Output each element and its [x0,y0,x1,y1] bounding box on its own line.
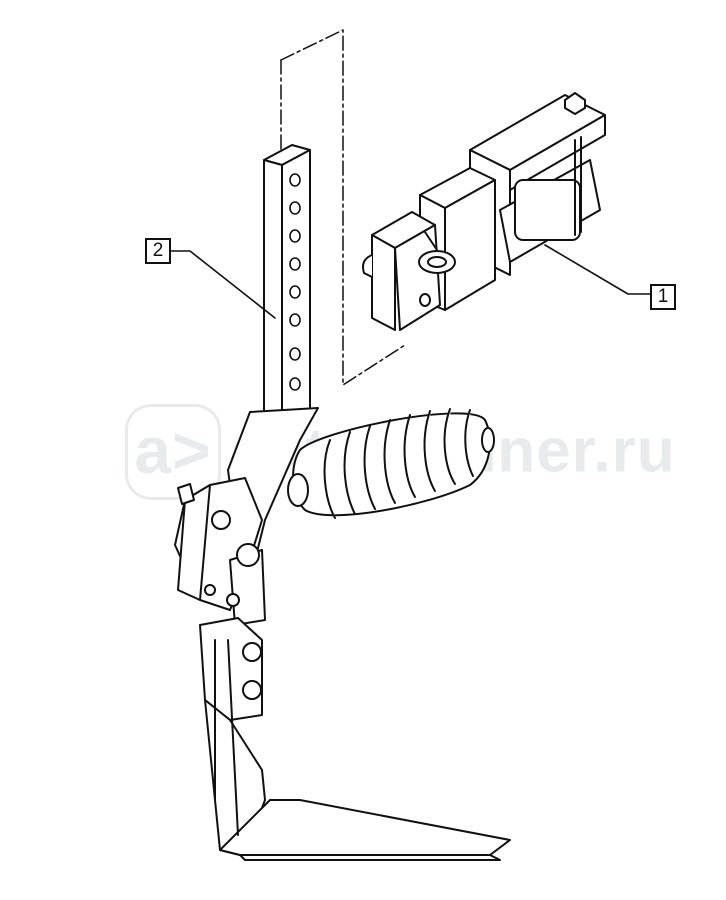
shank-bar [263,144,311,429]
compression-spring [287,408,495,519]
callout-label-2: 2 [145,238,171,264]
clamp-bracket [362,92,606,331]
shank-holes [289,173,301,391]
pivot-assembly [174,407,319,626]
leader-lines [170,244,651,319]
mount-guide-line [280,29,406,386]
leader-line-2 [170,250,276,319]
cultivator-tine [199,617,511,861]
callout-label-1: 1 [650,284,676,310]
leader-line-1 [544,244,651,295]
